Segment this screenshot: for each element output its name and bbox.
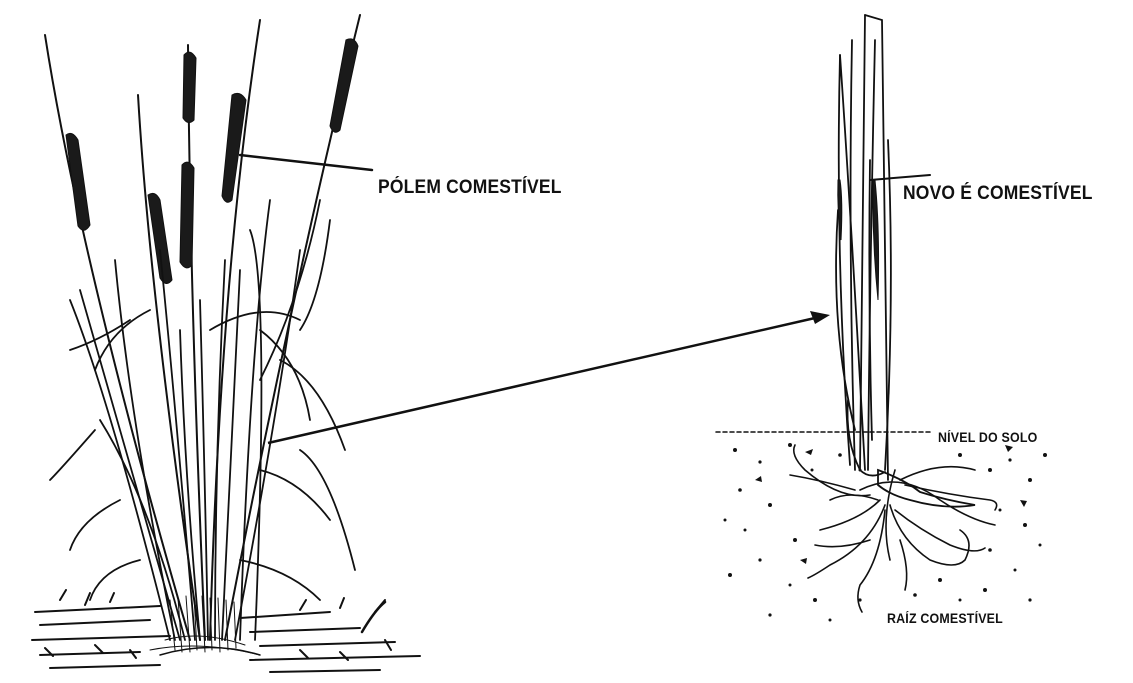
young-shoot-leaves <box>836 15 891 480</box>
connecting-arrow <box>268 311 830 443</box>
young-shoot-label: NOVO É COMESTÍVEL <box>903 183 1093 205</box>
ground-level-label: NÍVEL DO SOLO <box>938 430 1037 445</box>
cattail-plant-illustration <box>32 15 420 672</box>
cattail-stalks <box>45 15 360 640</box>
soil-section <box>716 432 1047 622</box>
cattail-seed-heads <box>66 39 358 284</box>
young-shoot-dark-sheath-left <box>838 180 842 240</box>
pollen-pointer-line <box>240 155 372 170</box>
young-shoot-dark-sheath <box>873 180 879 300</box>
rootstock <box>790 445 997 612</box>
pollen-label: PÓLEM COMESTÍVEL <box>378 177 562 199</box>
young-shoot-base-bulb <box>878 470 975 507</box>
young-shoot-pointer-line <box>870 175 930 180</box>
young-shoot-illustration <box>716 15 1047 622</box>
root-label: RAÍZ COMESTÍVEL <box>887 611 1003 626</box>
